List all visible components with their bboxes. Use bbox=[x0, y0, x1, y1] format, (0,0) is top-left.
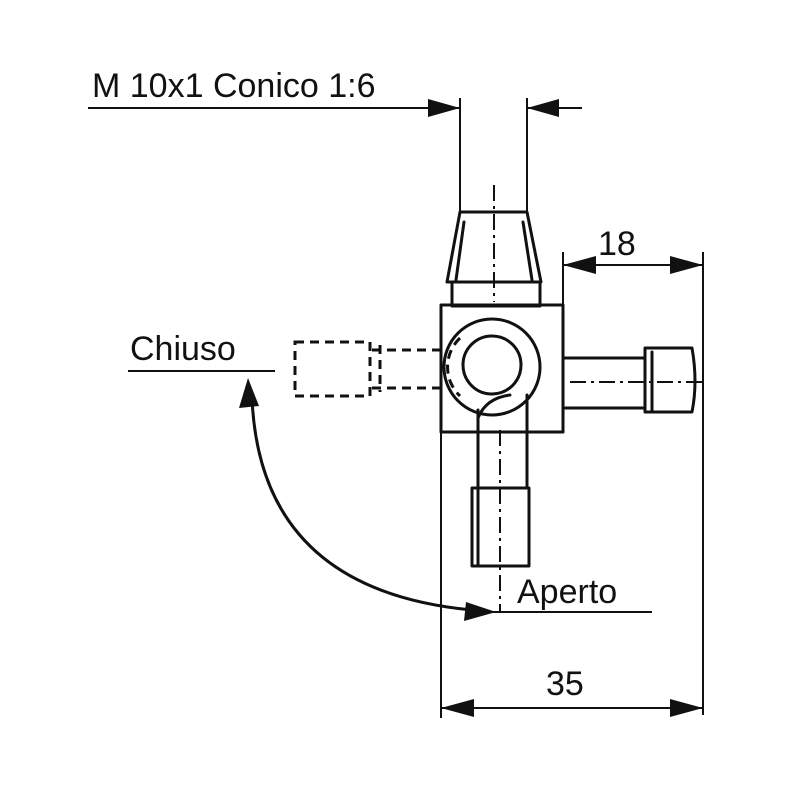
rotation-arrow-right bbox=[464, 602, 496, 621]
dim-35-label: 35 bbox=[546, 665, 584, 703]
left-outlet-closed-dashed bbox=[293, 340, 441, 398]
dimension-35: 35 bbox=[440, 432, 703, 718]
plug-outer-ring bbox=[442, 317, 542, 417]
position-indicator: Chiuso Aperto bbox=[128, 330, 652, 621]
thread-arrow-left bbox=[428, 99, 460, 117]
lower-outlet-open bbox=[470, 393, 531, 612]
dim-18-arrow-right bbox=[670, 256, 703, 274]
plug-inner-bore bbox=[461, 334, 523, 396]
thread-label: M 10x1 Conico 1:6 bbox=[92, 67, 376, 105]
dimension-18: 18 bbox=[562, 225, 704, 715]
dim-35-arrow-left bbox=[441, 699, 474, 717]
rotation-arc bbox=[250, 396, 474, 612]
thread-arrow-right bbox=[527, 99, 559, 117]
thread-dimension: M 10x1 Conico 1:6 bbox=[88, 67, 582, 212]
rotation-arrow-up bbox=[239, 378, 259, 408]
valve-body bbox=[293, 185, 705, 612]
closed-label: Chiuso bbox=[130, 330, 236, 368]
dim-18-arrow-left bbox=[563, 256, 596, 274]
open-label: Aperto bbox=[517, 573, 617, 611]
hidden-bore-outline bbox=[446, 336, 462, 398]
dim-35-arrow-right bbox=[670, 699, 703, 717]
right-hose-barb bbox=[561, 346, 705, 414]
dim-18-label: 18 bbox=[598, 225, 636, 263]
